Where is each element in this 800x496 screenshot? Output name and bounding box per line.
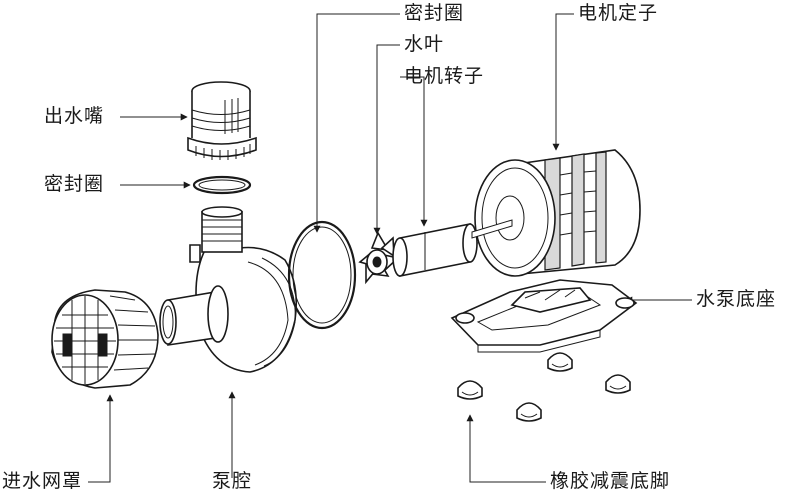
label-seal-ring-top: 密封圈	[404, 2, 465, 24]
leader-impeller	[373, 44, 400, 235]
inlet-screen-part	[51, 289, 159, 389]
rubber-foot-2	[547, 352, 573, 372]
rubber-foot-3	[605, 374, 631, 394]
label-pump-chamber: 泵腔	[212, 470, 253, 492]
motor-rotor-part	[392, 223, 501, 277]
label-seal-ring-left: 密封圈	[44, 173, 105, 195]
seal-ring-small	[192, 175, 252, 195]
leader-motor-rotor	[400, 76, 428, 227]
label-inlet-screen: 进水网罩	[2, 470, 83, 492]
leader-inlet-screen	[88, 394, 114, 483]
label-pump-base: 水泵底座	[696, 288, 777, 310]
label-rubber-feet: 橡胶减震底脚	[550, 470, 671, 492]
rubber-foot-4	[516, 402, 542, 422]
label-impeller: 水叶	[404, 33, 445, 55]
label-outlet-nozzle: 出水嘴	[44, 105, 105, 127]
leader-seal-ring-top	[313, 13, 400, 233]
pump-base-part	[450, 279, 638, 353]
outlet-nozzle-part	[187, 81, 257, 160]
label-motor-stator: 电机定子	[578, 2, 659, 24]
label-motor-rotor: 电机转子	[404, 65, 485, 87]
rubber-feet-part	[457, 352, 631, 422]
pump-chamber-part	[159, 206, 298, 373]
motor-stator-part	[471, 149, 641, 277]
leader-motor-stator	[552, 13, 574, 151]
seal-ring-large	[287, 220, 357, 330]
impeller-part	[358, 231, 400, 285]
leader-rubber-feet	[466, 414, 546, 483]
leader-lines	[88, 13, 692, 483]
rubber-foot-1	[457, 380, 483, 400]
